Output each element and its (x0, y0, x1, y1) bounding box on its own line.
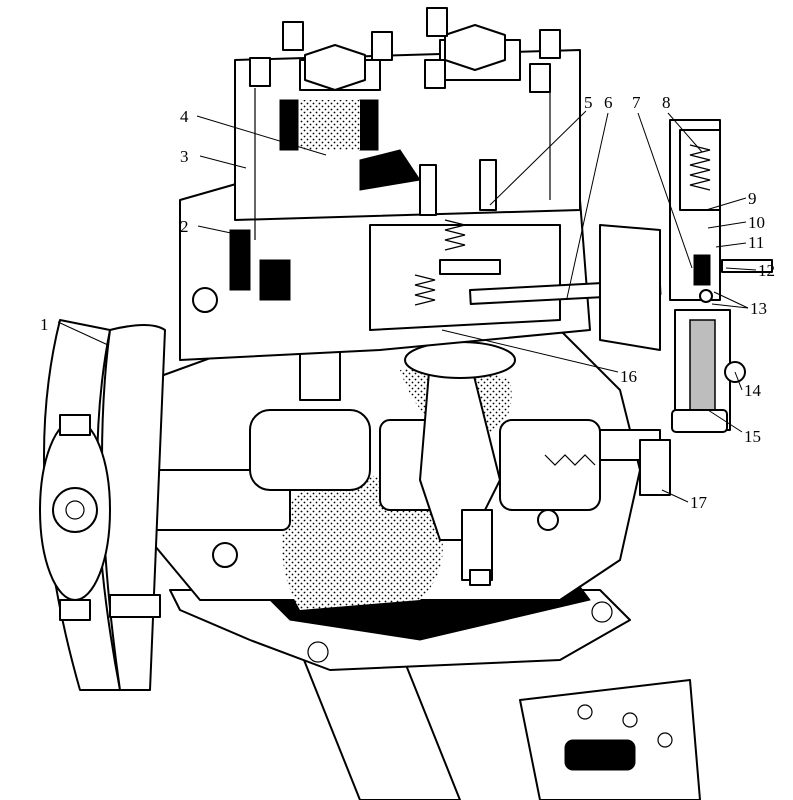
callout-9: 9 (748, 189, 757, 208)
callout-5: 5 (584, 93, 593, 112)
mounting-base (299, 649, 701, 800)
leader-lines (57, 110, 757, 503)
callout-7: 7 (632, 93, 641, 112)
callout-14: 14 (744, 381, 762, 400)
fan-pulley (39, 319, 166, 691)
connecting-rod (404, 341, 516, 586)
cylinder-block (179, 179, 591, 361)
governor-housing (599, 119, 773, 433)
callout-13: 13 (750, 299, 767, 318)
callout-1: 1 (40, 315, 49, 334)
cylinder-head (234, 24, 581, 221)
callout-15: 15 (744, 427, 761, 446)
head-bolts (249, 7, 561, 240)
callout-10: 10 (748, 213, 765, 232)
callout-8: 8 (662, 93, 671, 112)
callout-17: 17 (690, 493, 708, 512)
callout-3: 3 (180, 147, 189, 166)
callout-16: 16 (620, 367, 637, 386)
callout-labels: 1 2 3 4 5 6 7 8 9 10 11 12 13 14 15 16 1… (40, 93, 775, 512)
valve-assembly (414, 159, 501, 306)
callout-2: 2 (180, 217, 189, 236)
discharge-fitting (544, 429, 671, 496)
callout-6: 6 (604, 93, 613, 112)
callout-11: 11 (748, 233, 764, 252)
callout-4: 4 (180, 107, 189, 126)
callout-12: 12 (758, 261, 775, 280)
